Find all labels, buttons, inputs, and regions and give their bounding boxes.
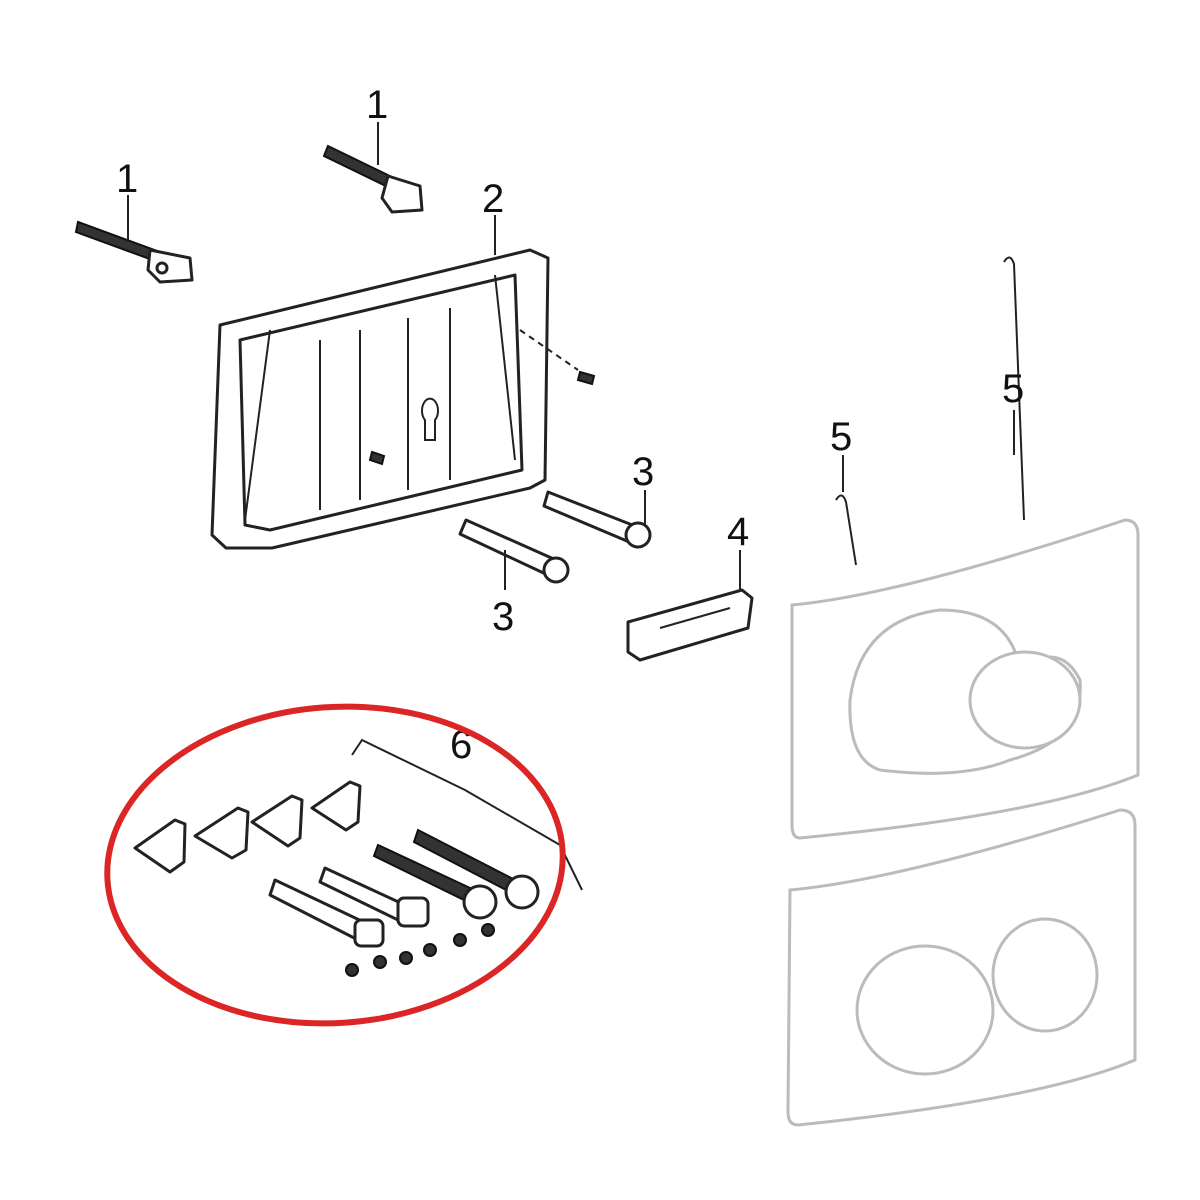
small-screws	[345, 923, 495, 977]
bolt-part-1b: 1	[322, 83, 424, 214]
pin-part-5a: 5	[830, 415, 857, 566]
label-5a: 5	[830, 415, 852, 459]
highlight-circle	[104, 703, 566, 1027]
bolt-part-1a: 1	[74, 157, 194, 284]
angle-brackets	[133, 780, 362, 874]
label-5b: 5	[1002, 367, 1024, 411]
flush-plate-oval-buttons	[786, 808, 1137, 1127]
fixing-set-part-6: 6	[133, 723, 583, 977]
rod-part-3b: 3	[458, 518, 570, 639]
flush-plate-round-buttons	[790, 518, 1140, 840]
label-1a: 1	[116, 157, 138, 201]
mounting-frame-part-2: 2	[210, 177, 596, 550]
label-1b: 1	[366, 83, 388, 127]
label-4: 4	[727, 510, 749, 554]
label-3b: 3	[492, 595, 514, 639]
clip-part-4: 4	[626, 510, 754, 662]
rod-part-3a: 3	[542, 450, 654, 549]
label-2: 2	[482, 177, 504, 221]
fixing-bolts	[268, 828, 540, 948]
pin-part-5b: 5	[1002, 256, 1025, 521]
label-3a: 3	[632, 450, 654, 494]
